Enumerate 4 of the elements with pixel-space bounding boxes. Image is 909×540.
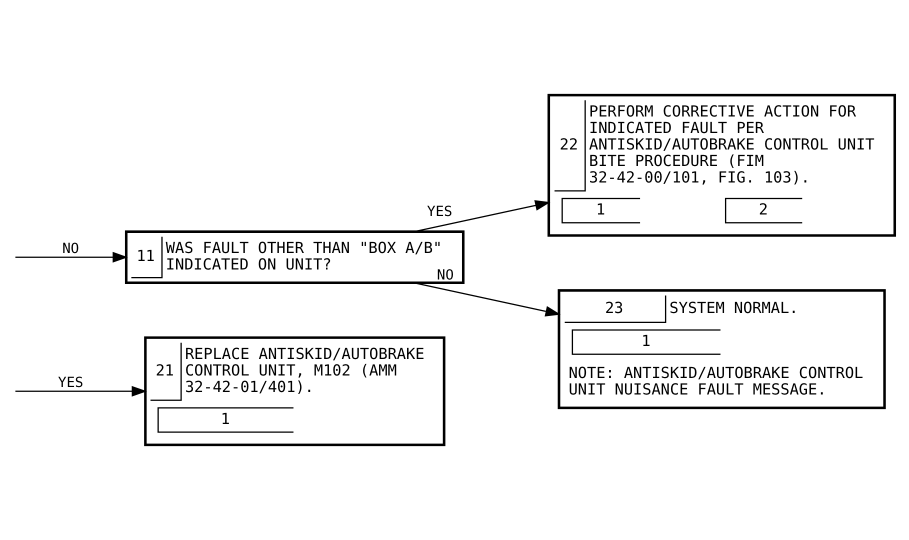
- edge-label: YES: [58, 375, 84, 392]
- edge-label: NO: [62, 241, 80, 258]
- edge-label: YES: [427, 204, 452, 220]
- edge-label: NO: [436, 267, 454, 284]
